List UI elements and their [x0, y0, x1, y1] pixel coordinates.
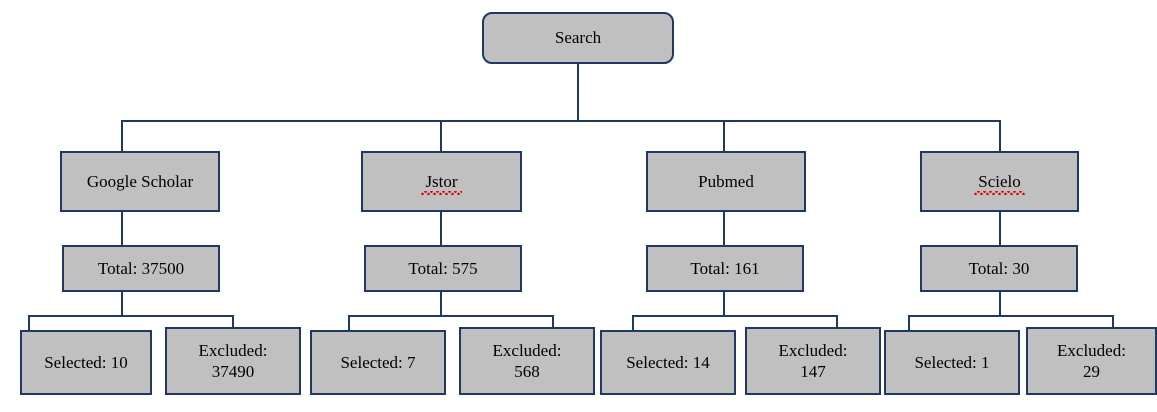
connector-total-4-to-excluded	[1112, 315, 1114, 328]
connector-total-3-to-selected	[632, 315, 634, 331]
connector-root-stem	[577, 64, 579, 121]
connector-total-2-to-selected	[348, 315, 350, 331]
node-excluded-label: Excluded:	[778, 340, 848, 360]
node-source-label: Pubmed	[698, 171, 754, 191]
node-excluded-jstor[interactable]: Excluded: 568	[459, 327, 595, 395]
node-selected-label: Selected: 1	[914, 352, 990, 372]
node-total-scielo[interactable]: Total: 30	[920, 245, 1078, 292]
connector-bus-to-source-3	[723, 120, 725, 153]
node-source-scielo[interactable]: Scielo	[920, 151, 1079, 212]
node-excluded-value: 29	[1083, 362, 1100, 381]
node-total-label: Total: 161	[690, 258, 760, 278]
node-excluded-value: 37490	[211, 362, 255, 381]
connector-total-2-to-excluded	[552, 315, 554, 328]
connector-root-bus	[121, 120, 1001, 122]
connector-total-3-stem	[723, 292, 725, 316]
connector-bus-to-source-2	[440, 120, 442, 153]
node-excluded-value: 568	[514, 362, 540, 381]
connector-total-1-stem	[121, 292, 123, 316]
node-total-jstor[interactable]: Total: 575	[364, 245, 522, 292]
node-source-label: Scielo	[974, 171, 1025, 196]
node-selected-pubmed[interactable]: Selected: 14	[600, 330, 736, 395]
node-excluded-label: Excluded:	[198, 340, 268, 360]
node-total-label: Total: 575	[408, 258, 478, 278]
node-source-label: Jstor	[421, 171, 462, 196]
connector-bus-to-source-1	[121, 120, 123, 153]
node-total-label: Total: 30	[968, 258, 1030, 278]
connector-total-1-split-bus	[28, 315, 234, 317]
connector-total-2-split-bus	[348, 315, 554, 317]
connector-source-2-to-total	[440, 212, 442, 245]
node-total-label: Total: 37500	[97, 258, 185, 278]
node-source-label: Google Scholar	[86, 171, 194, 191]
connector-total-1-to-selected	[28, 315, 30, 331]
connector-total-1-to-excluded	[232, 315, 234, 328]
connector-source-3-to-total	[723, 212, 725, 245]
connector-source-4-to-total	[999, 212, 1001, 245]
connector-total-3-split-bus	[632, 315, 838, 317]
node-excluded-google-scholar[interactable]: Excluded: 37490	[165, 327, 301, 395]
node-selected-label: Selected: 14	[626, 352, 710, 372]
node-selected-jstor[interactable]: Selected: 7	[310, 330, 446, 395]
node-search-label: Search	[554, 28, 602, 48]
node-search[interactable]: Search	[482, 12, 674, 64]
connector-source-1-to-total	[121, 212, 123, 245]
connector-bus-to-source-4	[999, 120, 1001, 153]
node-excluded-pubmed[interactable]: Excluded: 147	[745, 327, 881, 395]
node-selected-label: Selected: 7	[340, 352, 416, 372]
node-total-pubmed[interactable]: Total: 161	[646, 245, 804, 292]
node-source-google-scholar[interactable]: Google Scholar	[60, 151, 220, 212]
node-excluded-value: 147	[800, 362, 826, 381]
connector-total-2-stem	[440, 292, 442, 316]
node-total-google-scholar[interactable]: Total: 37500	[62, 245, 220, 292]
node-selected-google-scholar[interactable]: Selected: 10	[20, 330, 152, 395]
node-selected-scielo[interactable]: Selected: 1	[884, 330, 1020, 395]
connector-total-3-to-excluded	[836, 315, 838, 328]
node-source-jstor[interactable]: Jstor	[361, 151, 522, 212]
node-source-pubmed[interactable]: Pubmed	[646, 151, 806, 212]
connector-total-4-to-selected	[908, 315, 910, 331]
node-excluded-label: Excluded:	[1057, 340, 1126, 360]
node-excluded-label: Excluded:	[492, 340, 562, 360]
connector-total-4-split-bus	[908, 315, 1114, 317]
node-excluded-scielo[interactable]: Excluded: 29	[1026, 327, 1157, 395]
connector-total-4-stem	[999, 292, 1001, 316]
node-selected-label: Selected: 10	[44, 352, 128, 372]
